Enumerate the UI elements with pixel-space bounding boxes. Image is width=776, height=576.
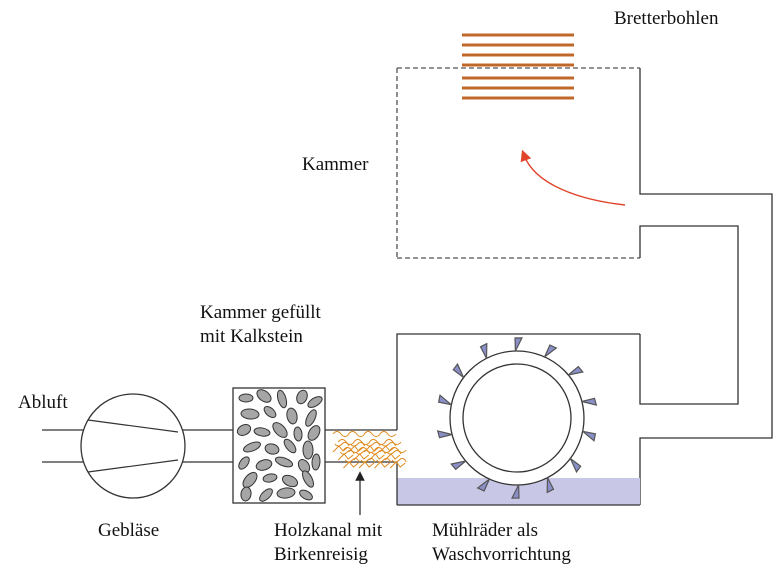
limestone-piece	[307, 396, 323, 408]
limestone-piece	[283, 438, 297, 454]
label-kammer: Kammer	[302, 154, 369, 175]
label-bretterbohlen: Bretterbohlen	[614, 8, 719, 29]
planks	[462, 33, 574, 100]
wheel-paddle	[452, 362, 465, 378]
limestone-piece	[264, 443, 280, 455]
label-abluft: Abluft	[18, 392, 68, 413]
flow-arrow	[520, 149, 626, 206]
birch-twig	[343, 447, 360, 469]
limestone-piece	[301, 470, 315, 488]
limestone-piece	[307, 425, 321, 441]
limestone-piece	[305, 409, 317, 427]
limestone-piece	[296, 389, 308, 405]
limestone-piece	[240, 486, 252, 502]
limestone-piece	[276, 487, 296, 499]
label-holzkanal-2: Birkenreisig	[274, 544, 368, 565]
limestone-piece	[263, 405, 277, 419]
limestone-piece	[255, 459, 273, 471]
wheel-paddle	[569, 458, 582, 474]
wheel-paddle	[582, 430, 597, 442]
limestone-piece	[293, 426, 303, 442]
limestone-piece	[242, 471, 258, 489]
limestone-piece	[240, 408, 260, 420]
limestone-piece	[299, 489, 313, 501]
limestone-piece	[281, 474, 299, 488]
wheel-paddle	[544, 344, 558, 358]
wheel-paddle	[479, 342, 488, 359]
wheel-paddle	[514, 337, 523, 352]
label-kammer-kalk-2: mit Kalkstein	[200, 326, 303, 347]
limestone-piece	[276, 389, 288, 409]
wheel-paddle	[450, 460, 467, 471]
limestone-piece	[302, 440, 314, 460]
upper-chamber	[396, 67, 773, 505]
wheel-paddle	[437, 394, 452, 406]
birch-twig	[389, 447, 407, 469]
label-muehlraeder-2: Waschvorrichtung	[432, 544, 571, 565]
birch-twig	[374, 447, 392, 469]
wheel-paddle	[567, 365, 584, 376]
limestone-piece	[286, 407, 298, 425]
limestone-chamber	[232, 387, 326, 504]
limestone-piece	[253, 427, 271, 437]
wheel-paddle	[511, 484, 520, 499]
limestone-piece	[238, 393, 254, 403]
limestone-piece	[236, 424, 252, 436]
limestone-piece	[272, 422, 288, 438]
limestone-piece	[262, 473, 278, 483]
limestone-piece	[259, 488, 273, 502]
limestone-piece	[238, 456, 250, 470]
limestone-piece	[243, 441, 261, 453]
wheel-paddle	[546, 477, 555, 494]
mill-wheel	[436, 337, 598, 499]
birch-twig	[358, 447, 376, 469]
limestone-piece	[256, 389, 272, 403]
limestone-piece	[274, 456, 294, 468]
label-muehlraeder-1: Mühlräder als	[432, 520, 539, 541]
label-holzkanal-1: Holzkanal mit	[274, 520, 383, 541]
label-kammer-kalk-1: Kammer gefüllt	[200, 302, 321, 323]
limestone-piece	[311, 453, 321, 471]
label-geblaese: Gebläse	[98, 520, 160, 541]
wheel-paddle	[436, 430, 453, 439]
wooden-channel	[325, 429, 407, 469]
wheel-paddle	[476, 478, 490, 492]
wheel-paddle	[581, 397, 598, 406]
fan	[80, 393, 186, 499]
